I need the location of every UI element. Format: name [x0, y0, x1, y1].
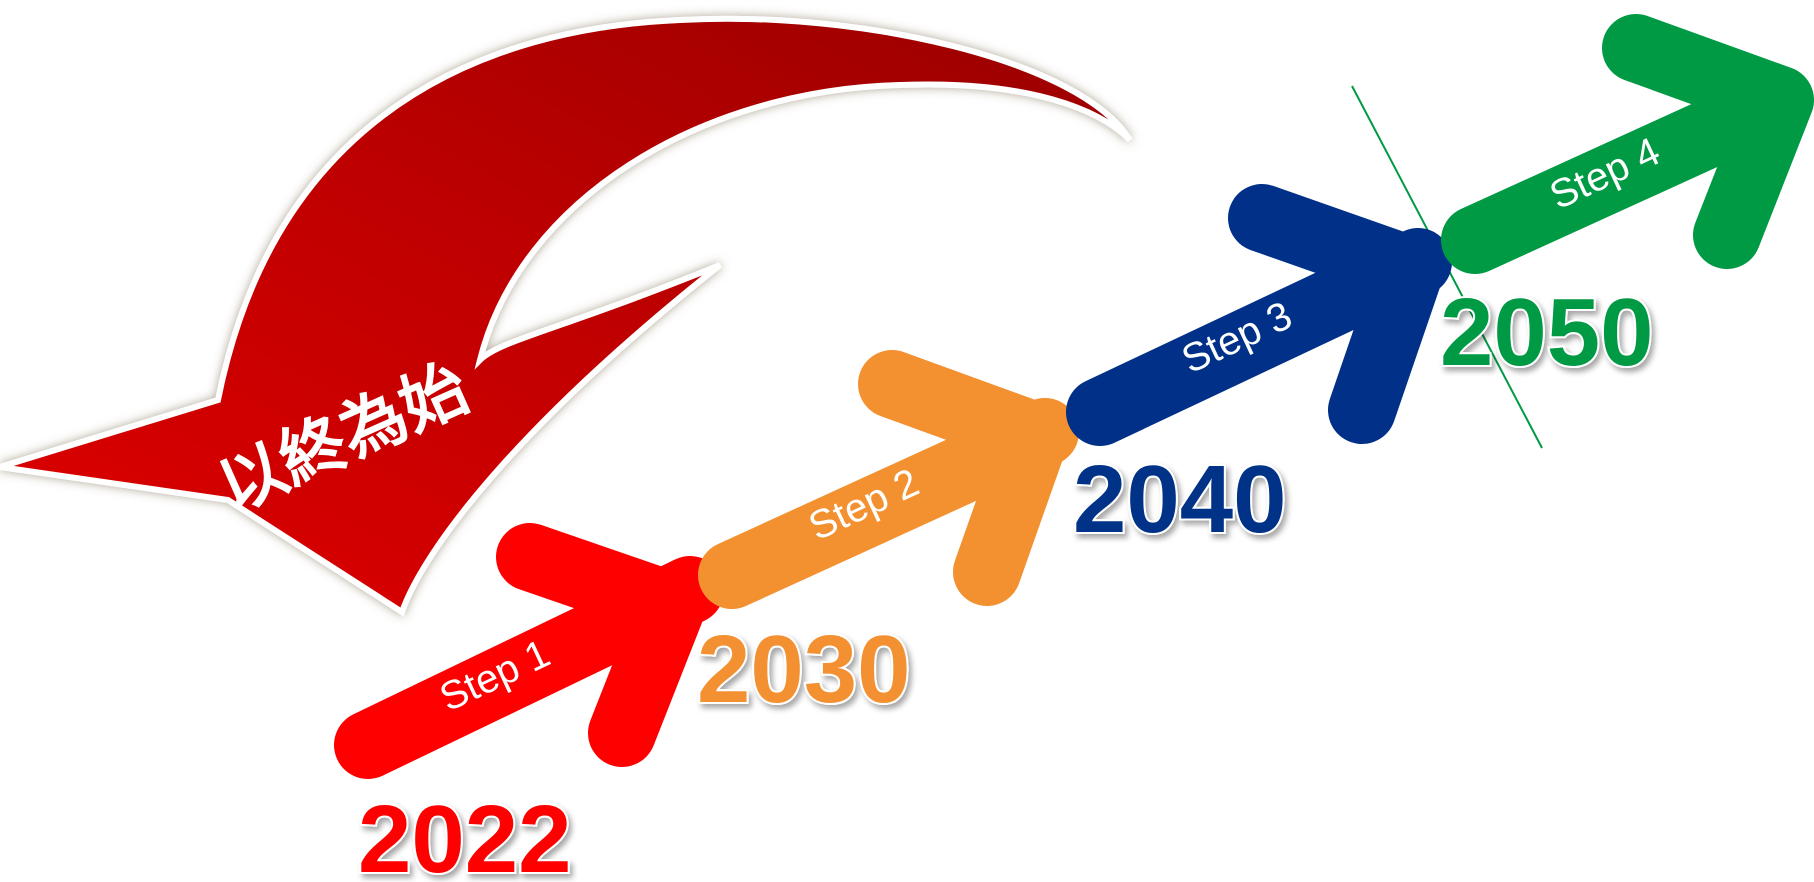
step-3-arrow: Step 3 [1066, 184, 1452, 446]
step-4-arrow: Step 4 [1441, 14, 1814, 274]
curved-return-arrow: 以終為始 [0, 15, 1133, 617]
year-2022: 2022 [358, 786, 572, 882]
curved-arrow-shape [0, 15, 1133, 617]
year-2030: 2030 [697, 616, 911, 723]
step-2-arrow: Step 2 [698, 350, 1079, 609]
year-2040: 2040 [1073, 446, 1287, 553]
year-2050: 2050 [1440, 279, 1654, 386]
